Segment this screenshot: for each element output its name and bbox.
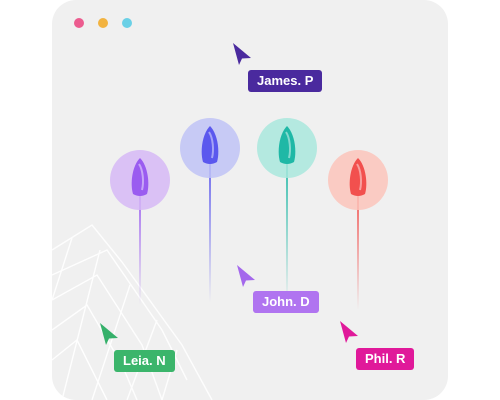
collaborator-label-john: John. D — [253, 291, 319, 313]
map-pin-purple[interactable] — [110, 150, 170, 370]
collaborator-label-leia: Leia. N — [114, 350, 175, 372]
app-window: James. P John. D Leia. N Phil. R — [52, 0, 448, 400]
collaborator-label-phil: Phil. R — [356, 348, 415, 370]
map-pin-indigo[interactable] — [180, 118, 240, 338]
cursor-arrow-icon — [231, 42, 253, 66]
map-texture — [52, 224, 213, 400]
cursor-arrow-icon — [98, 322, 120, 346]
cursor-arrow-icon — [235, 264, 257, 288]
window-close-button[interactable] — [74, 18, 84, 28]
map-pin-coral[interactable] — [328, 150, 388, 370]
cursor-arrow-icon — [338, 320, 360, 344]
map-pin-teal[interactable] — [257, 118, 317, 338]
window-minimize-button[interactable] — [98, 18, 108, 28]
collaborator-label-james: James. P — [248, 70, 323, 92]
window-maximize-button[interactable] — [122, 18, 132, 28]
